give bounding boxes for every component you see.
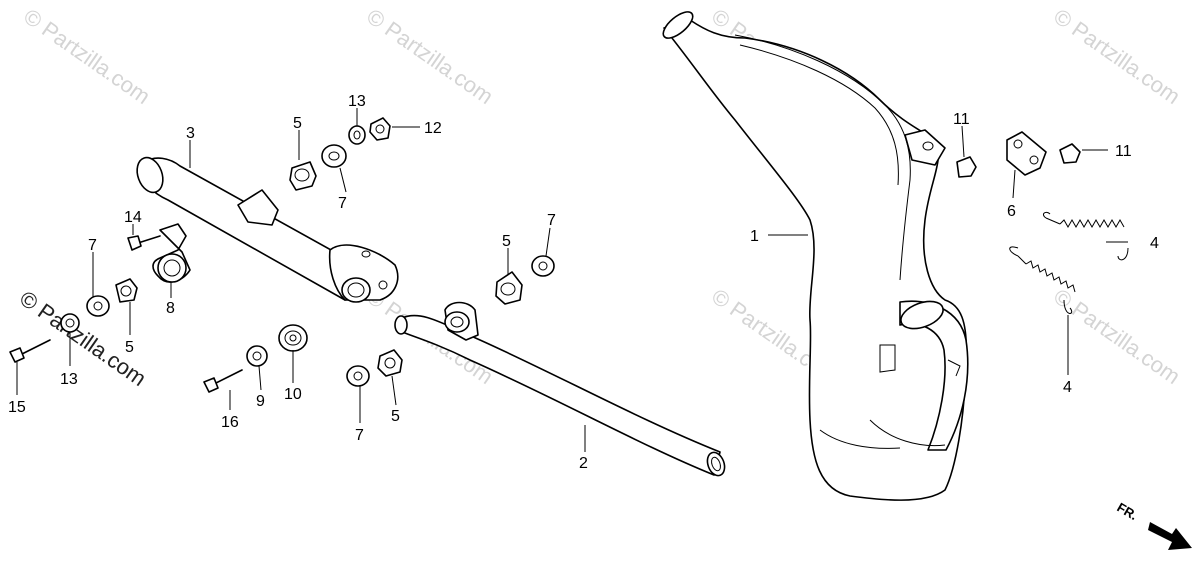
callout-4b: 4 [1063,379,1072,396]
leader-lines [16,108,1128,452]
callout-4a: 4 [1150,235,1159,252]
callout-5d: 5 [391,408,400,425]
front-label: FR. [1115,500,1141,523]
callout-10: 10 [284,386,302,403]
callout-15: 15 [8,399,26,416]
callout-7d: 7 [355,427,364,444]
callout-3: 3 [186,125,195,142]
expansion-chamber-part-1 [662,11,969,501]
callout-6: 6 [1007,203,1016,220]
callout-11a: 11 [953,111,970,128]
callout-12: 12 [424,120,442,137]
callout-numbers: 1 2 3 4 4 5 5 5 5 6 7 7 7 7 8 9 10 11 11… [8,93,1159,472]
watermark-4: © Partzilla.com [1049,4,1185,110]
callout-7c: 7 [547,212,556,229]
front-direction-indicator: FR. [1115,500,1192,550]
callout-13a: 13 [348,93,366,110]
callout-2: 2 [579,455,588,472]
callout-5a: 5 [293,115,302,132]
callout-16: 16 [221,414,239,431]
watermark-1: © Partzilla.com [19,4,155,110]
callout-14: 14 [124,209,142,226]
callout-5b: 5 [125,339,134,356]
callout-7a: 7 [88,237,97,254]
watermark-2: © Partzilla.com [362,4,498,110]
front-arrow-icon [1148,522,1192,550]
hardware [9,117,1129,393]
silencer-tube-part-3 [136,156,399,303]
callout-9: 9 [256,393,265,410]
callout-11b: 11 [1115,143,1132,160]
callout-7b: 7 [338,195,347,212]
pipe-part-2 [394,301,726,477]
watermark-7: © Partzilla.com [1049,284,1185,390]
callout-5c: 5 [502,233,511,250]
callout-13b: 13 [60,371,78,388]
callout-8: 8 [166,300,175,317]
callout-1: 1 [750,228,759,245]
